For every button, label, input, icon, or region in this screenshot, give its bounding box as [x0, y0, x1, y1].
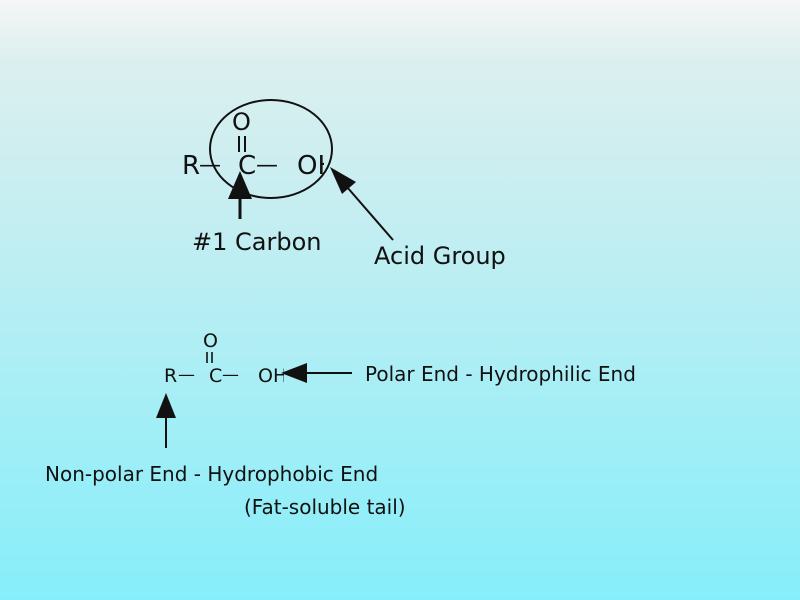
- bottom-oxygen-label: O: [203, 330, 218, 352]
- acid-arrow-shaft: [346, 186, 394, 241]
- nonpolar-end-sublabel: (Fat-soluble tail): [244, 495, 406, 519]
- top-carbon-label: C: [238, 151, 256, 181]
- bottom-oh-label: OH: [258, 365, 287, 387]
- bottom-carbon-label: C: [209, 365, 222, 387]
- top-structure: O R — C — OH #1 Carbon Acid Group: [182, 99, 506, 270]
- nonpolar-arrow-head: [156, 393, 176, 418]
- top-r-label: R: [182, 151, 200, 181]
- polar-end-label: Polar End - Hydrophilic End: [365, 362, 636, 386]
- top-c-bond: —: [256, 153, 278, 178]
- nonpolar-end-label: Non-polar End - Hydrophobic End: [45, 462, 378, 486]
- top-oh-clip: OH: [297, 151, 337, 181]
- bottom-r-bond: —: [178, 365, 195, 385]
- polar-arrow-head: [281, 363, 307, 383]
- bottom-c-bond: —: [222, 365, 239, 385]
- carbon-label: #1 Carbon: [192, 228, 321, 256]
- acid-arrow-head: [330, 167, 356, 194]
- bottom-structure: O R — C — OH Polar End - Hydrophilic End…: [45, 330, 636, 519]
- top-oxygen-label: O: [232, 108, 251, 136]
- top-r-bond: —: [199, 153, 221, 178]
- bottom-oh-clip: OH: [258, 365, 287, 387]
- acid-group-circle: [209, 99, 333, 199]
- acid-group-label: Acid Group: [374, 242, 506, 270]
- bottom-r-label: R: [164, 365, 177, 387]
- top-oh-label: OH: [297, 151, 337, 181]
- carbon-arrow-head: [228, 171, 252, 199]
